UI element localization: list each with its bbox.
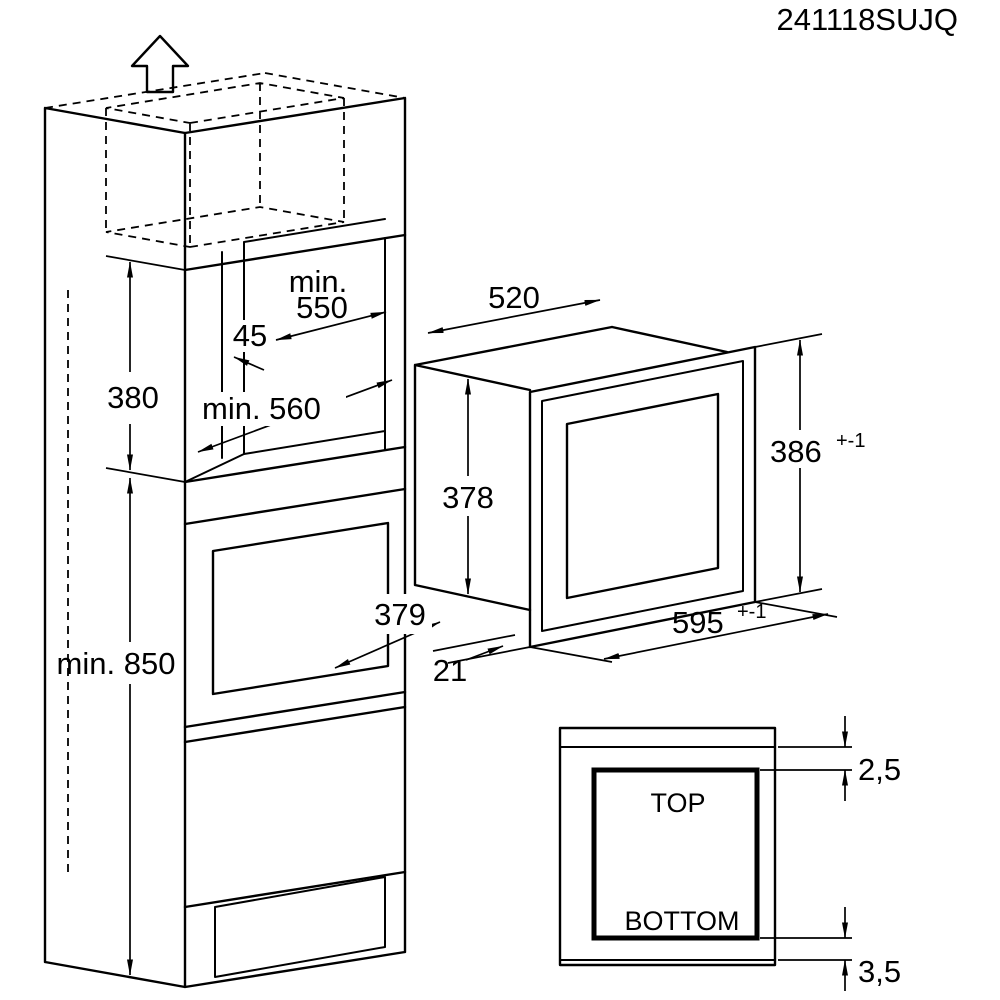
product-code: 241118SUJQ [776, 2, 958, 37]
microwave-drawing: 520 378 386 +-1 595 +-1 21 [413, 280, 865, 688]
dim-frame-width-tolerance: +-1 [737, 601, 766, 623]
cabinet-front-sections [183, 233, 407, 909]
dim-recess-depth: 379 [334, 594, 441, 669]
cabinet-drawing: 380 min. 850 min. 550 45 min. 560 [43, 34, 441, 989]
cabinet-top-back-edges-hidden [44, 72, 406, 109]
dim-gap-bottom-label: 3,5 [858, 954, 901, 989]
dim-niche-width-label: 550 [296, 290, 348, 325]
witness-lines [760, 937, 852, 961]
dim-gap-top: 2,5 [760, 716, 901, 801]
dim-recess-depth-label: 379 [374, 597, 426, 632]
trim-lip-lines [559, 746, 776, 961]
dim-frame-height-label: 386 [770, 434, 822, 469]
dim-niche-depth-label: min. 560 [202, 391, 321, 426]
dim-body-width: 520 [427, 280, 601, 334]
dim-niche-width: min. 550 [275, 264, 387, 341]
dim-frame-width-label: 595 [672, 605, 724, 640]
microwave-frame [528, 345, 757, 649]
dim-niche-depth: min. 560 [196, 379, 393, 453]
front-view-top-label: TOP [650, 788, 705, 818]
dim-body-height-label: 378 [442, 480, 494, 515]
dim-back-gap-label: 45 [233, 318, 267, 353]
dim-gap-top-label: 2,5 [858, 752, 901, 787]
witness-lines [432, 634, 531, 664]
dim-floor-height: min. 850 [57, 477, 176, 976]
dim-back-gap: 45 [230, 318, 270, 371]
dim-frame-overlap: 21 [432, 634, 531, 688]
appliance-front-outline [591, 767, 760, 941]
dim-body-width-label: 520 [488, 280, 540, 315]
oven-door-window [211, 521, 390, 696]
microwave-door-window [565, 392, 720, 600]
witness-lines [105, 255, 186, 483]
dim-frame-height-tolerance: +-1 [836, 430, 865, 452]
front-view-bottom-label: BOTTOM [624, 906, 739, 936]
dim-niche-height-label: 380 [107, 380, 159, 415]
niche-interior [184, 218, 386, 483]
dim-frame-overlap-label: 21 [433, 653, 467, 688]
dim-body-height: 378 [442, 378, 494, 595]
vent-shaft-hidden [105, 82, 345, 248]
plinth [214, 876, 386, 978]
dim-niche-height: 380 [105, 255, 186, 483]
microwave-frame-inner-edge [541, 360, 744, 632]
witness-lines [754, 333, 823, 603]
niche-front-outline [558, 726, 777, 967]
dim-floor-height-label: min. 850 [57, 646, 176, 681]
cabinet-outline [43, 96, 407, 989]
witness-lines [760, 746, 852, 771]
microwave-body [413, 325, 729, 612]
dim-frame-height: 386 +-1 [754, 333, 865, 603]
dim-gap-bottom: 3,5 [760, 907, 901, 991]
dim-niche-width-unit: min. [289, 264, 348, 299]
front-view-detail: TOP BOTTOM 2,5 3,5 [558, 716, 901, 991]
airflow-up-icon [130, 34, 190, 94]
dim-frame-width: 595 +-1 [529, 601, 838, 663]
